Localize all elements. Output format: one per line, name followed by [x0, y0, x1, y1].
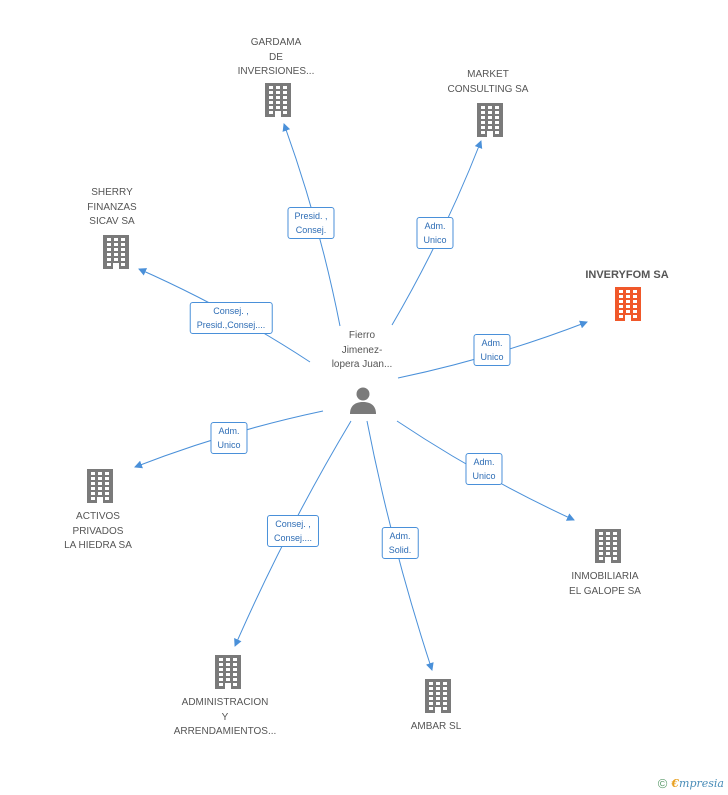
company-name-sherry[interactable]: SHERRY FINANZAS SICAV SA — [87, 187, 137, 227]
role-label-gardama: Presid. , Consej. — [287, 207, 335, 239]
building-icon[interactable] — [475, 103, 505, 142]
role-label-activos: Adm. Unico — [210, 422, 248, 454]
building-icon[interactable] — [85, 469, 115, 508]
role-label-sherry: Consej. , Presid.,Consej.... — [189, 302, 273, 334]
role-label-ambar: Adm. Solid. — [381, 527, 419, 559]
company-name-market[interactable]: MARKET CONSULTING SA — [447, 69, 529, 95]
company-name-gardama[interactable]: GARDAMA DE INVERSIONES... — [237, 37, 315, 77]
building-icon[interactable] — [593, 529, 623, 568]
role-label-market: Adm. Unico — [416, 217, 454, 249]
role-label-inveryfom: Adm. Unico — [473, 334, 511, 366]
company-name-ambar[interactable]: AMBAR SL — [410, 721, 462, 732]
role-label-inmobiliaria: Adm. Unico — [465, 453, 503, 485]
building-icon[interactable] — [263, 83, 293, 122]
center-person-name[interactable]: Fierro Jimenez- lopera Juan... — [331, 330, 393, 370]
role-label-administracion: Consej. , Consej.... — [266, 515, 320, 547]
building-icon[interactable] — [213, 655, 243, 694]
copyright-symbol: © — [657, 776, 668, 791]
building-icon[interactable] — [423, 679, 453, 718]
footer-brand: © €mpresia — [658, 776, 724, 791]
building-icon[interactable] — [613, 287, 643, 326]
person-icon[interactable] — [348, 385, 378, 420]
company-name-inmobiliaria[interactable]: INMOBILIARIA EL GALOPE SA — [569, 571, 641, 597]
building-icon[interactable] — [101, 235, 131, 274]
company-name-inveryfom[interactable]: INVERYFOM SA — [585, 269, 669, 281]
empresia-logo: €mpresia — [671, 777, 724, 790]
company-name-activos[interactable]: ACTIVOS PRIVADOS LA HIEDRA SA — [64, 511, 132, 551]
company-name-administracion[interactable]: ADMINISTRACION Y ARRENDAMIENTOS... — [173, 697, 277, 737]
